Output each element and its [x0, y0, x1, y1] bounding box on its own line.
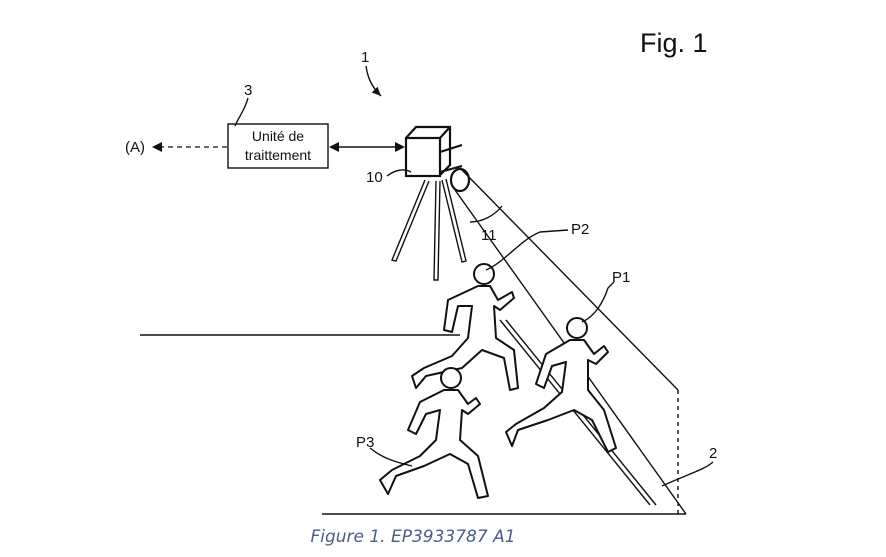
camera	[404, 125, 471, 193]
camera-leader	[386, 169, 412, 177]
label-camera: 10	[366, 169, 383, 186]
p1-leader	[581, 281, 615, 323]
p2-leader	[485, 229, 569, 271]
label-field-of-view: 11	[481, 227, 497, 244]
link-arrowhead-left	[329, 142, 339, 152]
runner-p2	[411, 263, 519, 391]
patent-figure: Fig. 1 1 3 Unité de traittement (A) 10 1…	[125, 28, 717, 515]
processing-unit-leader	[234, 97, 249, 127]
label-person-2: P2	[571, 221, 589, 238]
p3-leader	[369, 447, 413, 467]
runner-p1	[505, 317, 617, 453]
processing-box-line2: traittement	[245, 147, 311, 163]
field-of-view-top	[459, 167, 679, 391]
processing-unit-box	[227, 123, 329, 169]
field-of-view-angle-arc	[469, 205, 503, 223]
label-system: 1	[361, 49, 369, 66]
processing-box-line1: Unité de	[252, 128, 304, 144]
tripod	[391, 178, 467, 281]
label-person-1: P1	[612, 269, 630, 286]
system-pointer-arrow	[365, 65, 382, 97]
label-processing-unit: 3	[244, 82, 252, 99]
ground-leader	[661, 461, 714, 487]
label-person-3: P3	[356, 434, 374, 451]
output-arrowhead	[152, 142, 162, 152]
runner-p3	[379, 367, 489, 499]
figure-title: Fig. 1	[640, 28, 708, 58]
figure-caption: Figure 1. EP3933787 A1	[310, 527, 516, 547]
link-arrowhead-right	[395, 142, 405, 152]
label-output: (A)	[125, 139, 145, 156]
label-ground: 2	[709, 445, 717, 462]
